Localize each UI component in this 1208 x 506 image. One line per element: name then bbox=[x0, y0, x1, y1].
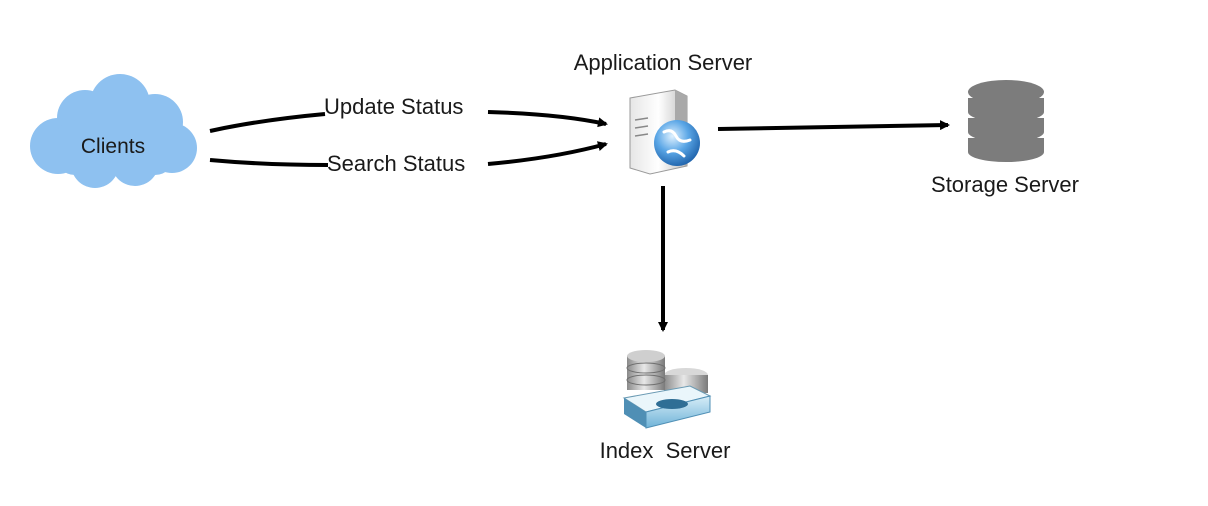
clients-node: Clients bbox=[30, 74, 197, 188]
app-to-storage-arrow bbox=[717, 120, 950, 131]
cloud-icon bbox=[30, 74, 197, 188]
storage-server-label: Storage Server bbox=[931, 172, 1079, 197]
application-server-label: Application Server bbox=[574, 50, 753, 75]
update-status-arrow bbox=[209, 110, 606, 131]
index-server-label: Index Server bbox=[600, 438, 731, 463]
update-status-label: Update Status bbox=[324, 94, 463, 119]
clients-label: Clients bbox=[81, 135, 145, 158]
database-icon bbox=[968, 80, 1044, 162]
application-server-node: Application Server bbox=[574, 50, 753, 175]
index-server-node: Index Server bbox=[600, 350, 731, 463]
web-server-icon bbox=[629, 89, 700, 175]
storage-server-node: Storage Server bbox=[931, 80, 1079, 197]
search-status-label: Search Status bbox=[327, 151, 465, 176]
index-server-icon bbox=[622, 350, 712, 429]
search-status-arrow bbox=[209, 144, 606, 167]
